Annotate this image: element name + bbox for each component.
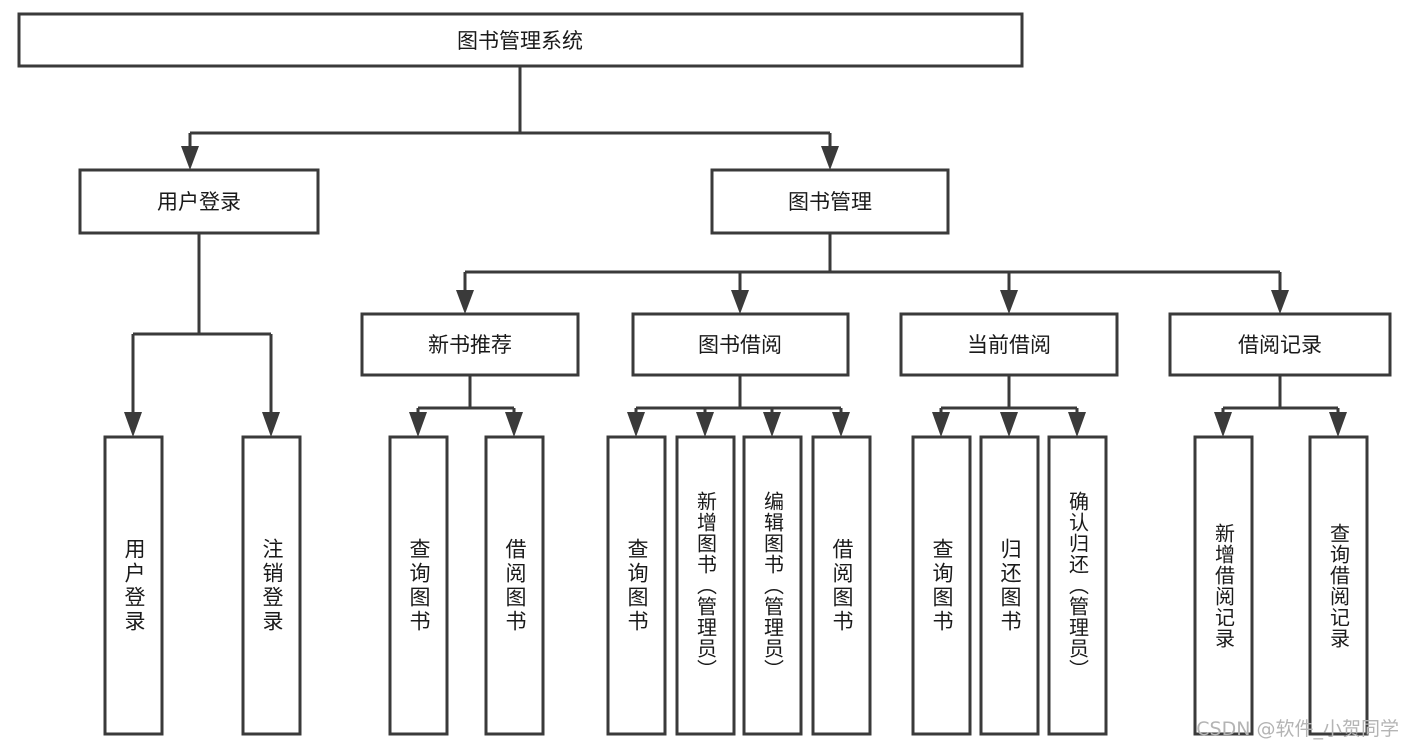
leaf-boxes [103, 435, 1369, 736]
node-root-label: 图书管理系统 [457, 29, 583, 53]
leaf-box-query-record [1308, 435, 1369, 736]
leaf-box-logout-login [241, 435, 302, 736]
leaf-box-edit-book [742, 435, 803, 736]
node-book-management[interactable]: 图书管理 [710, 168, 950, 235]
connector-root-to-level2 [181, 66, 839, 170]
node-root[interactable]: 图书管理系统 [17, 12, 1024, 68]
node-book-borrow-label: 图书借阅 [698, 333, 782, 357]
leaf-box-add-record [1193, 435, 1254, 736]
node-user-login-label: 用户登录 [157, 190, 241, 214]
leaf-box-query-book-1 [388, 435, 449, 736]
leaf-box-confirm-return [1047, 435, 1108, 736]
node-new-book-recommend[interactable]: 新书推荐 [360, 312, 580, 377]
connector-book-management-to-level3 [456, 233, 1289, 314]
leaf-box-borrow-book-2 [811, 435, 872, 736]
connector-borrow-record-to-leaves [1214, 375, 1347, 437]
connector-book-borrow-to-leaves [627, 375, 850, 437]
leaf-box-user-login [103, 435, 164, 736]
node-current-borrow[interactable]: 当前借阅 [899, 312, 1119, 377]
node-borrow-record[interactable]: 借阅记录 [1168, 312, 1392, 377]
leaf-box-query-book-3 [911, 435, 972, 736]
leaf-box-add-book [675, 435, 736, 736]
node-book-management-label: 图书管理 [788, 190, 872, 214]
connector-user-login-to-leaves [124, 233, 280, 437]
leaf-box-borrow-book-1 [484, 435, 545, 736]
node-user-login[interactable]: 用户登录 [78, 168, 320, 235]
node-new-book-recommend-label: 新书推荐 [428, 333, 512, 357]
node-book-borrow[interactable]: 图书借阅 [631, 312, 850, 377]
leaf-box-return-book [979, 435, 1040, 736]
connector-current-borrow-to-leaves [932, 375, 1086, 437]
node-borrow-record-label: 借阅记录 [1238, 333, 1322, 357]
node-current-borrow-label: 当前借阅 [967, 333, 1051, 357]
connector-new-book-recommend-to-leaves [409, 375, 523, 437]
leaf-box-query-book-2 [606, 435, 667, 736]
